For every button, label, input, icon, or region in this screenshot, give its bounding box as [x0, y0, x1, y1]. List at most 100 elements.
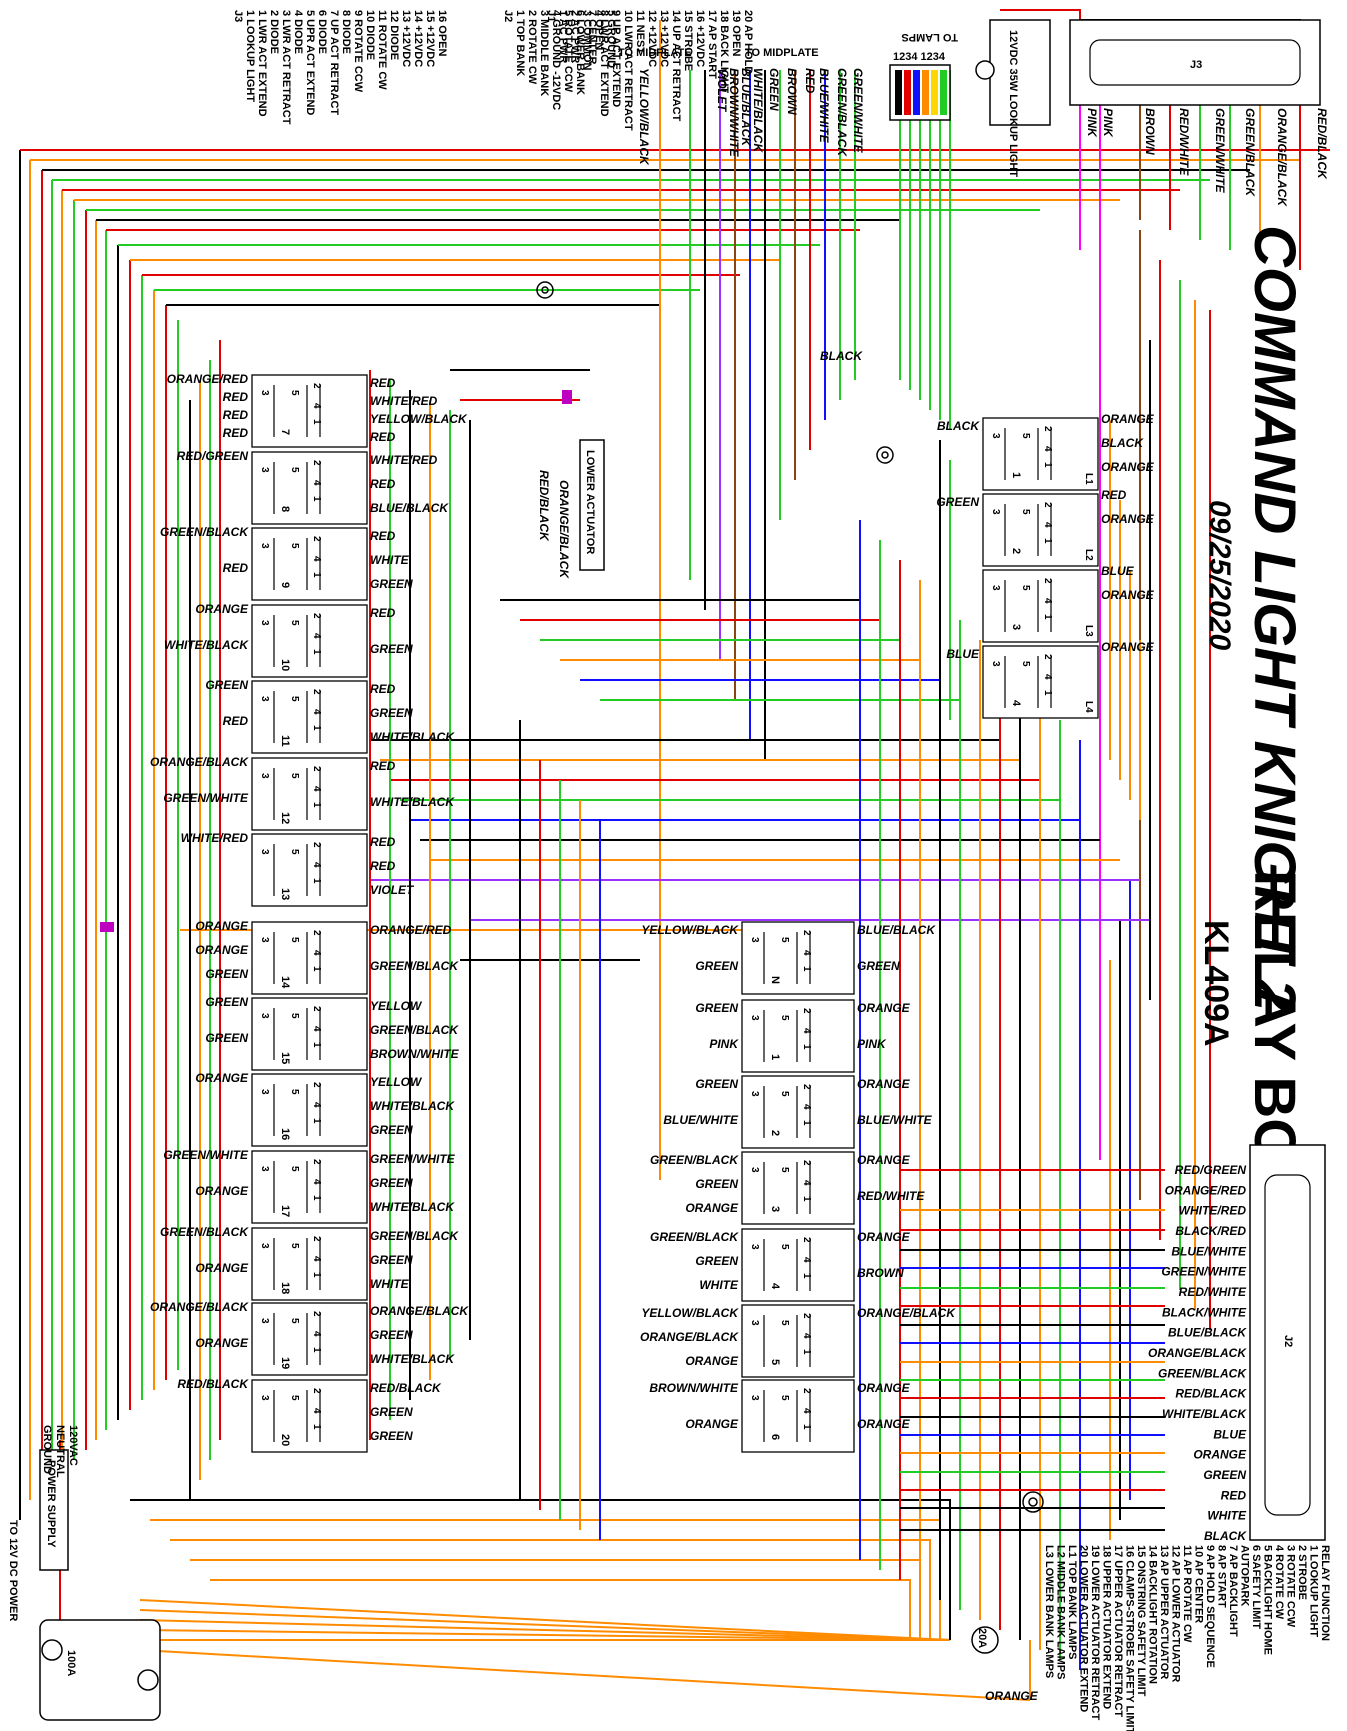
relay-pin-label: 1	[311, 572, 322, 578]
wire-label: ORANGE/BLACK	[150, 1300, 249, 1314]
j2-header-line: 19 OPEN	[730, 10, 742, 57]
wire-label: GREEN/BLACK	[650, 1230, 739, 1244]
j3-header-line: 15 +12VDC	[424, 10, 436, 67]
wire-label: RED/BLACK	[1175, 1387, 1247, 1401]
j2-tag: J2	[1282, 1335, 1294, 1347]
wire-label: GREEN/BLACK	[1158, 1366, 1247, 1380]
wire-label: GREEN/WHITE	[1213, 108, 1227, 194]
j3-header-line: 7 UP ACT RETRACT	[328, 10, 340, 115]
relay-pin-label: 5	[779, 1015, 790, 1021]
relay-pin-label: 1	[801, 966, 812, 972]
wire-label: RED	[223, 561, 249, 575]
relay-pin-label: 2	[311, 1236, 322, 1242]
wire-label: ORANGE	[1101, 588, 1155, 602]
relay-pin-label: 5	[779, 1167, 790, 1173]
wire-label: RED	[370, 682, 396, 696]
relay-number: 15	[279, 1052, 291, 1064]
model-number: KL409A	[1197, 920, 1235, 1047]
j2-header-line: 2 ROTATE CW	[526, 10, 538, 85]
wire-label: RED/BLACK	[1315, 108, 1329, 180]
relay-pin-label: 3	[259, 1013, 270, 1019]
relay-pin-label: 1	[801, 1349, 812, 1355]
relay-pin-label: 4	[311, 1026, 322, 1032]
wire-label: BLACK/RED	[1175, 1224, 1246, 1238]
wire-label: BLUE	[1101, 564, 1135, 578]
wire-label: RED/GREEN	[1175, 1163, 1247, 1177]
relay-pin-label: 2	[311, 766, 322, 772]
relay-pin-label: 1	[311, 419, 322, 425]
relay-number: 13	[279, 888, 291, 900]
legend-item: 14 BACKLIGHT ROTATION	[1147, 1545, 1159, 1684]
wire-label: GREEN/BLACK	[370, 1229, 459, 1243]
relay-pin-label: 4	[311, 1256, 322, 1262]
wire-label: YELLOW/BLACK	[637, 68, 651, 166]
j2-header-line: 13 +12VDC	[658, 10, 670, 67]
legend-item: 13 AP UPPER ACTUATOR	[1158, 1545, 1170, 1679]
wire-label: BLUE/BLACK	[370, 501, 449, 515]
relay-pin-label: 4	[311, 786, 322, 792]
j1-header-line: 4 OPEN	[593, 10, 605, 50]
legend-item: 10 AP CENTER	[1193, 1545, 1205, 1623]
relay-pin-label: 2	[311, 1311, 322, 1317]
wire-label: WHITE/BLACK	[751, 68, 765, 153]
wire-label: GREEN	[205, 967, 248, 981]
legend-item: 6 SAFETY LIMIT	[1250, 1545, 1262, 1629]
wire-label: PINK	[857, 1037, 887, 1051]
date-text: 09/25/2020	[1203, 500, 1236, 650]
relay-pin-label: 3	[749, 1015, 760, 1021]
wire-label: BLUE/BLACK	[1168, 1326, 1247, 1340]
j3-header-line: 4 DIODE	[292, 10, 304, 54]
relay-pin-label: 1	[311, 1272, 322, 1278]
relay-pin-label: 2	[801, 1084, 812, 1090]
wire-label: BROWN	[785, 68, 799, 115]
wire-label: ORANGE	[195, 943, 249, 957]
relay-pin-label: 3	[259, 849, 270, 855]
relay-pin-label: 5	[1020, 585, 1031, 591]
j1-header-line: 5 GROUND	[605, 10, 617, 68]
wire-label: ORANGE/BLACK	[370, 1304, 469, 1318]
wire-label: BROWN/WHITE	[370, 1047, 460, 1061]
relay-pin-label: 1	[311, 1195, 322, 1201]
relay-pin-label: 2	[311, 536, 322, 542]
wire-label: ORANGE/BLACK	[1148, 1346, 1247, 1360]
wire-label: RED	[223, 390, 249, 404]
wire-label: YELLOW/BLACK	[641, 923, 739, 937]
relay-pin-label: 4	[801, 950, 812, 956]
wire-label: GREEN	[370, 1405, 413, 1419]
relay-number: 1	[1010, 472, 1022, 478]
wire-label: BLUE/WHITE	[663, 1113, 739, 1127]
j2-header-line: 20 AP HOLD	[742, 10, 754, 74]
wire-label: ORANGE	[685, 1201, 739, 1215]
wire-label: VIOLET	[715, 68, 729, 113]
wire-label: ORANGE/BLACK	[150, 755, 249, 769]
wire-label: GREEN	[695, 1254, 738, 1268]
lookup-light-label: 12VDC 35W LOOKUP LIGHT	[1007, 30, 1019, 177]
relay-pin-label: 1	[311, 649, 322, 655]
relay-pin-label: 1	[801, 1273, 812, 1279]
lamp-tag: L4	[1083, 701, 1094, 713]
ac-label: 120VAC	[67, 1425, 79, 1466]
j3-header-line: 10 DIODE	[364, 10, 376, 60]
wire-label: RED/BLACK	[370, 1381, 442, 1395]
relay-pin-label: 1	[1042, 690, 1053, 696]
relay-pin-label: 3	[259, 696, 270, 702]
wire-label: WHITE	[370, 553, 410, 567]
relay-pin-label: 4	[311, 633, 322, 639]
to-midplate-label: TO MIDPLATE	[618, 47, 692, 59]
wire-label: PINK	[709, 1037, 739, 1051]
wire-label: ORANGE	[1193, 1448, 1247, 1462]
relay-pin-label: 4	[311, 1331, 322, 1337]
relay-pin-label: 3	[749, 1244, 760, 1250]
wire-label: GREEN/BLACK	[160, 525, 249, 539]
legend-item: 16 CLAMPS-STROBE SAFETY LIMIT	[1124, 1545, 1136, 1731]
relay-pin-label: 1	[311, 1042, 322, 1048]
ground-symbol	[536, 281, 1044, 1513]
j2-header-line: 12 +12VDC	[646, 10, 658, 67]
wire-label: ORANGE	[857, 1230, 911, 1244]
